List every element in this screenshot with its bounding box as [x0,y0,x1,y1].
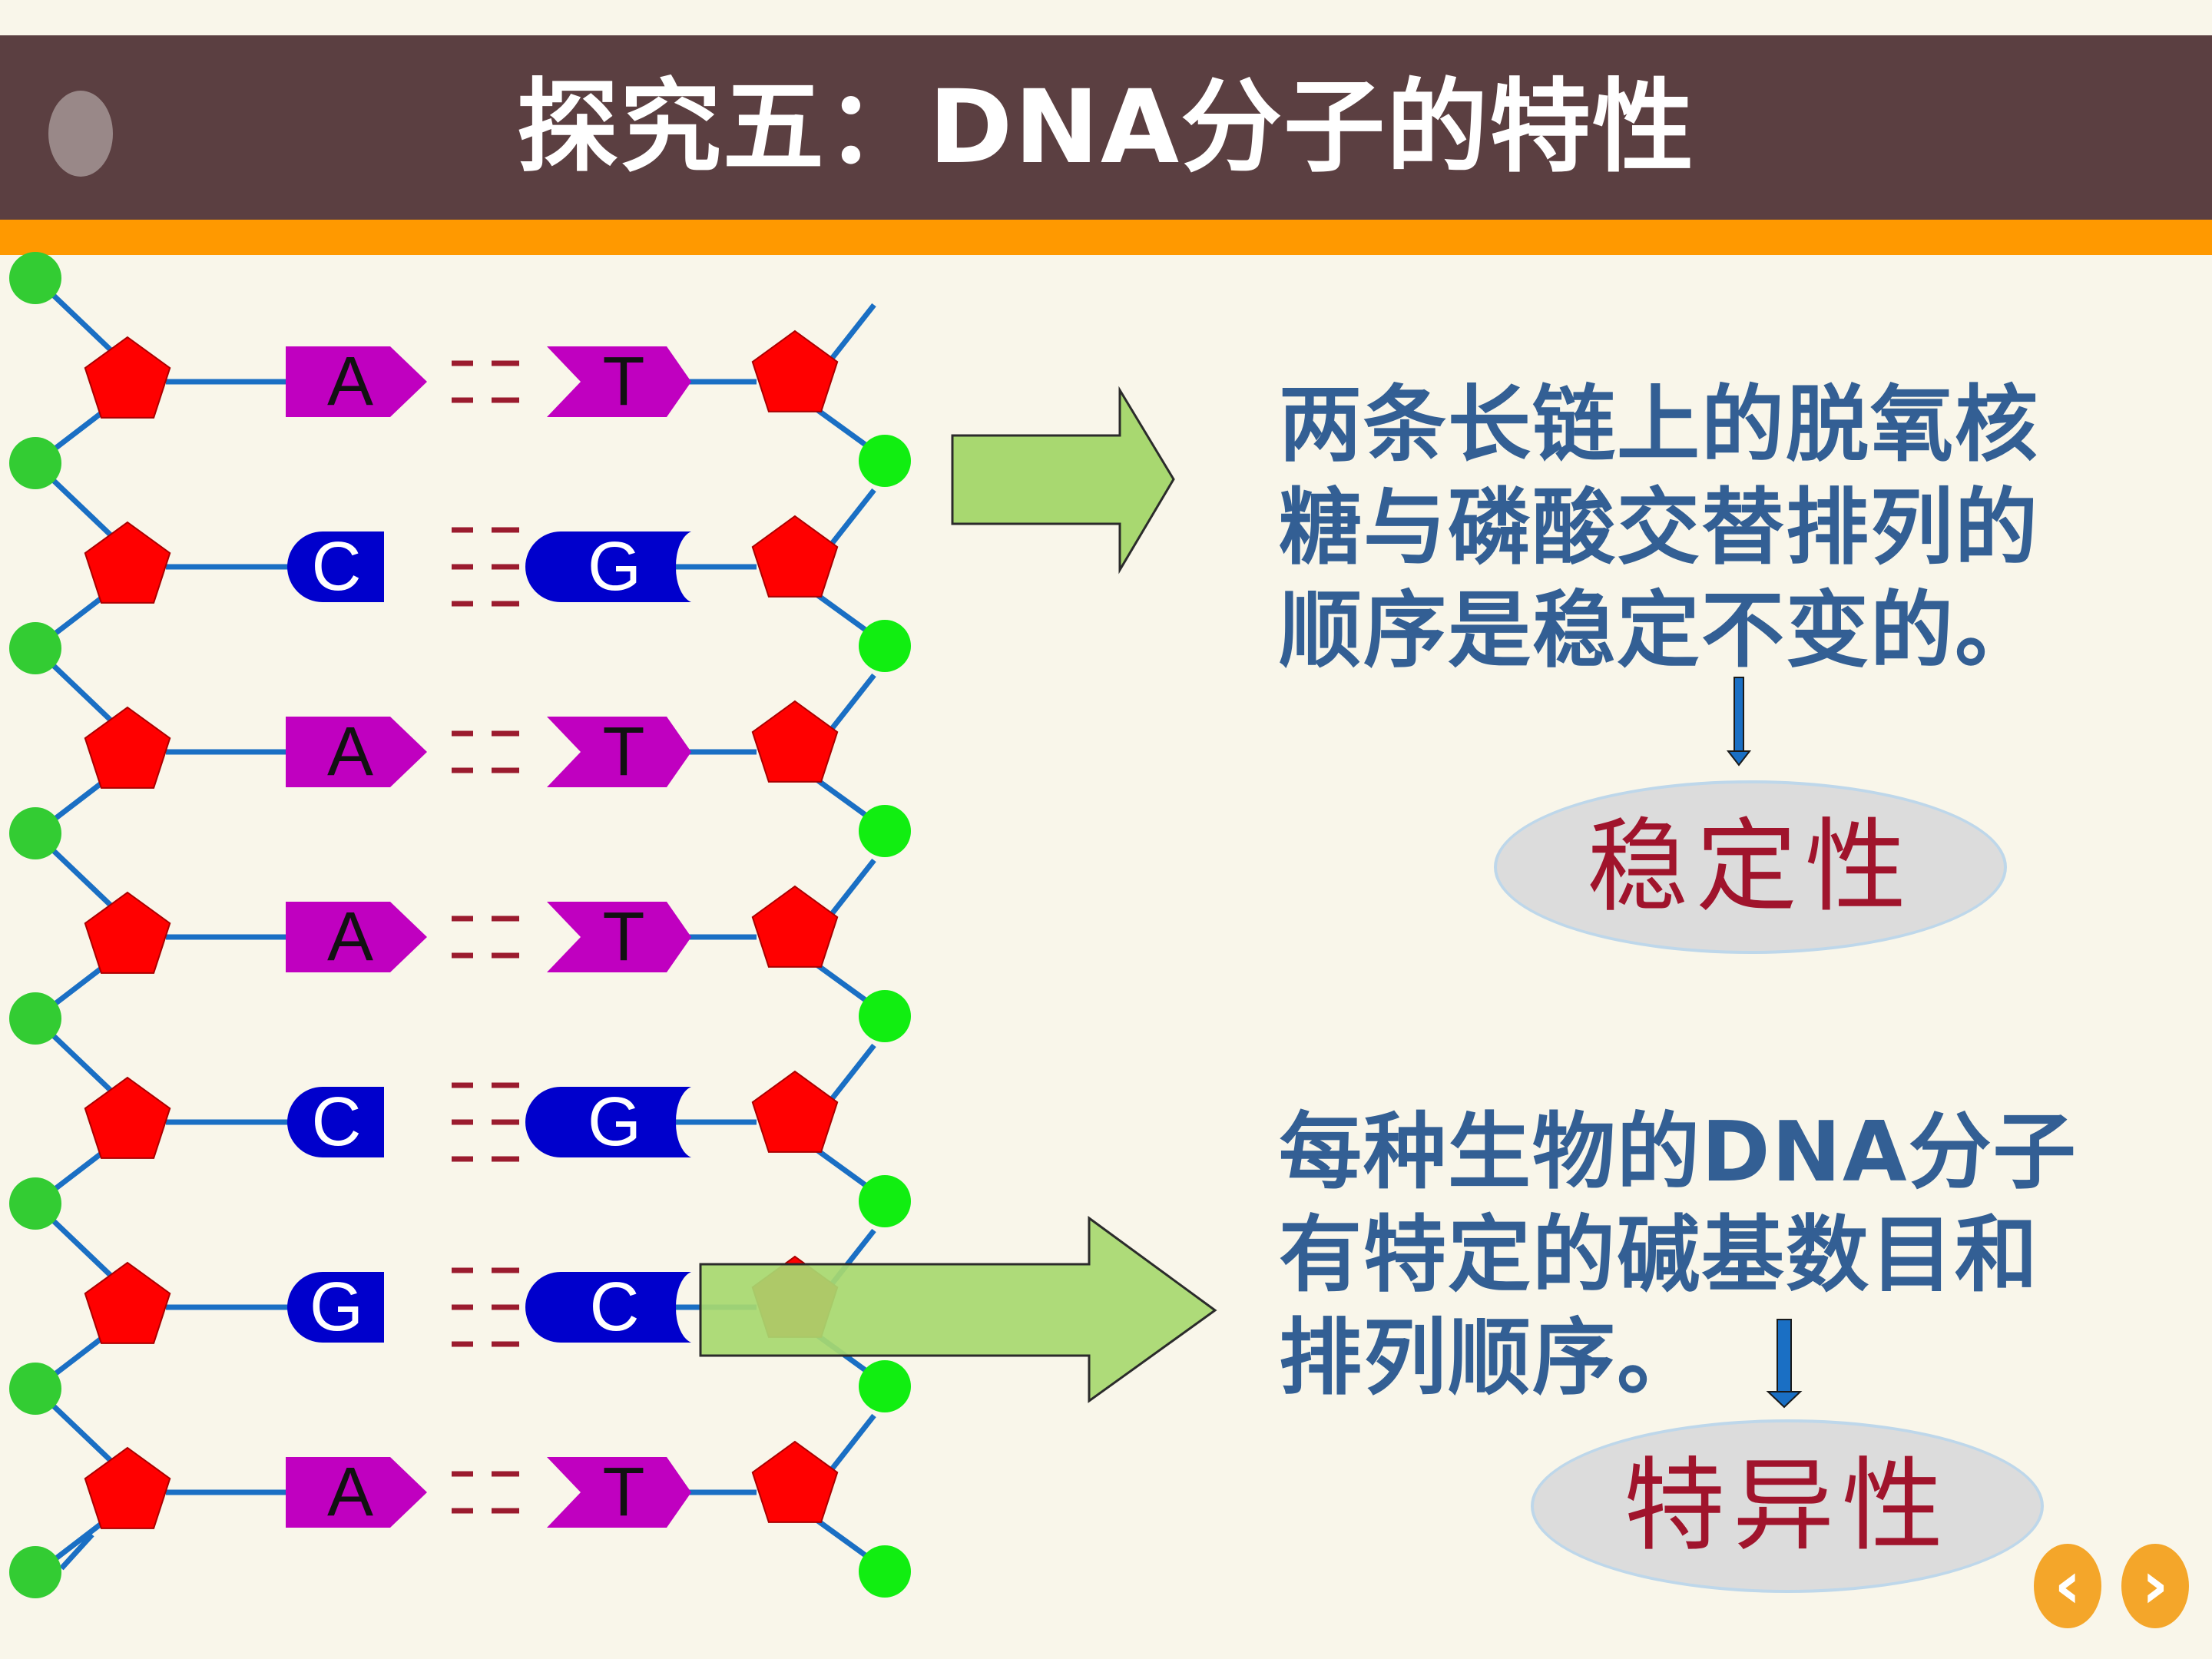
arrow-to-point-2 [699,1216,1217,1403]
base-right-label: T [603,1454,645,1531]
base-left-shape [286,1457,427,1528]
point-2-text: 每种生物的DNA分子 有特定的碱基数目和 排列顺序。 [1279,1101,2162,1410]
base-right-shape [525,1087,691,1157]
backbone-bond [823,1043,876,1109]
backbone-bond [823,303,876,369]
base-right-label: G [588,1084,641,1161]
base-right-shape [547,1457,691,1528]
sugar-right [751,329,839,412]
phosphate-left [9,252,61,304]
phosphate-right [859,1545,911,1598]
phosphate-left [9,622,61,674]
down-arrow-2 [1766,1319,1803,1409]
phosphate-left [9,437,61,489]
point-1-line: 糖与磷酸交替排列的 [1279,480,2040,576]
phosphate-left [9,992,61,1045]
page-title: 探究五：DNA分子的特性 [516,68,1696,187]
base-right-label: T [603,899,645,975]
sugar-left [84,1076,171,1159]
base-left-label: G [310,1269,363,1346]
specificity-label: 特异性 [1531,1419,2044,1593]
sugar-right [751,700,839,783]
phosphate-left [9,1177,61,1230]
phosphate-right [859,1360,911,1412]
base-left-label: C [312,1084,362,1161]
base-right-label: C [590,1269,640,1346]
backbone-bond [823,673,876,739]
base-right-shape [547,717,691,787]
base-left-shape [287,531,384,602]
sugar-left [84,521,171,604]
arrow-to-point-1 [951,386,1175,575]
sugar-left [84,1446,171,1529]
base-right-shape [547,346,691,417]
base-right-shape [525,1272,691,1343]
base-left-label: A [327,714,373,790]
title-bullet-icon [48,91,113,177]
base-left-label: A [327,1454,373,1531]
phosphate-left [9,807,61,859]
backbone-bond [823,488,876,554]
base-left-shape [286,717,427,787]
base-left-label: A [327,343,373,420]
sugar-right [751,1070,839,1153]
phosphate-right [859,990,911,1042]
phosphate-right [859,435,911,487]
sugar-left [84,891,171,974]
down-arrow-1 [1726,677,1752,767]
base-right-shape [547,902,691,972]
backbone-bond [59,1532,94,1571]
sugar-right [751,515,839,598]
backbone-bond [823,858,876,924]
point-2-line: 每种生物的DNA分子 [1279,1104,2078,1200]
sugar-right [751,885,839,968]
base-left-shape [287,1087,384,1157]
base-left-shape [287,1272,384,1343]
point-1-line: 顺序是稳定不变的。 [1279,583,2040,679]
sugar-right [751,1440,839,1523]
accent-strip [0,220,2212,255]
prev-button[interactable]: ‹ [2034,1544,2101,1628]
phosphate-left [9,1363,61,1415]
base-right-shape [525,531,691,602]
point-2-line: 排列顺序。 [1279,1310,1702,1406]
point-2-line: 有特定的碱基数目和 [1279,1207,2040,1303]
base-left-shape [286,902,427,972]
base-left-label: C [312,528,362,605]
sugar-left [84,1261,171,1344]
phosphate-right [859,805,911,857]
sugar-left [84,706,171,789]
phosphate-right [859,1175,911,1227]
backbone-bond [823,1413,876,1479]
point-1-text: 两条长链上的脱氧核 糖与磷酸交替排列的 顺序是稳定不变的。 [1279,374,2162,683]
stability-label: 稳定性 [1494,780,2007,954]
base-right-label: T [603,714,645,790]
base-right-label: T [603,343,645,420]
point-1-line: 两条长链上的脱氧核 [1279,377,2040,473]
base-left-label: A [327,899,373,975]
title-bar [0,35,2212,220]
phosphate-right [859,620,911,672]
base-left-shape [286,346,427,417]
phosphate-left [9,1546,61,1598]
next-button[interactable]: › [2121,1544,2189,1628]
sugar-left [84,336,171,419]
base-right-label: G [588,528,641,605]
